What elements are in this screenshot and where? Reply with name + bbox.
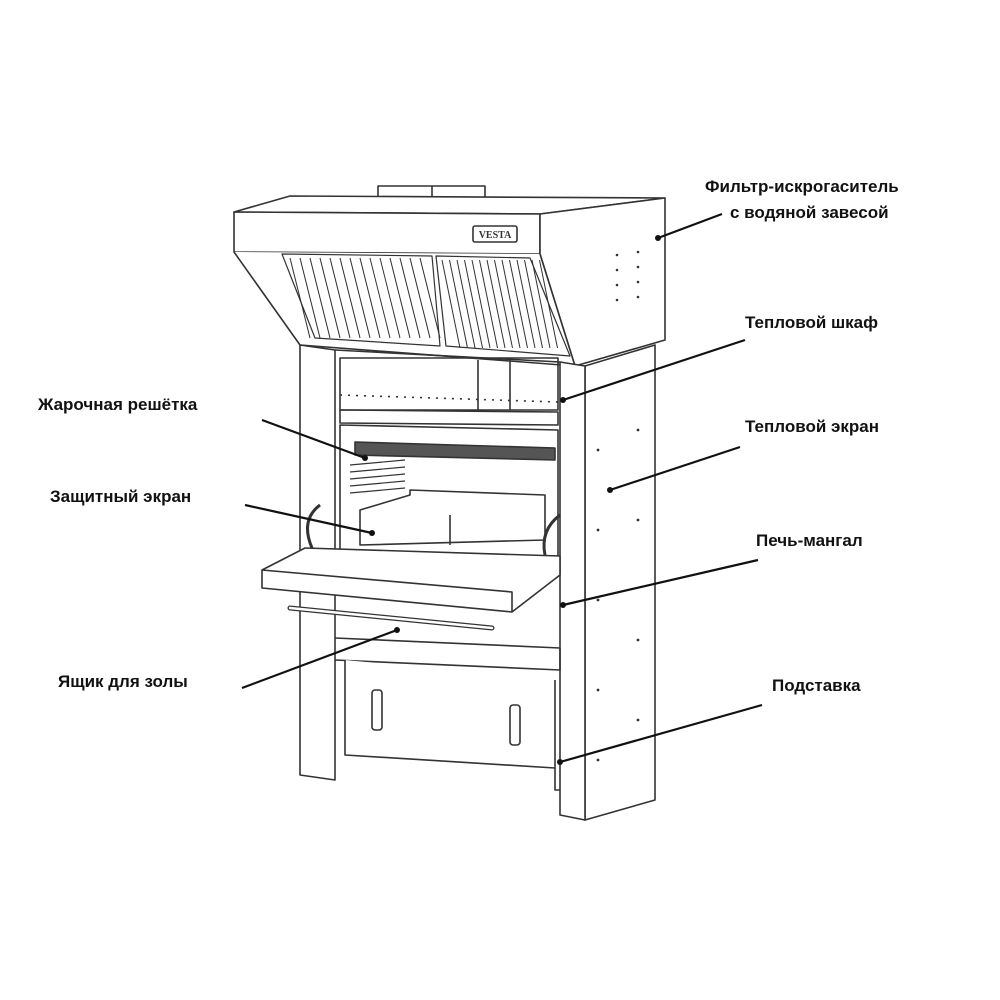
filter-slat (349, 257, 371, 339)
filter-slats (289, 257, 558, 349)
vesta-logo: VESTA (479, 230, 512, 241)
label-filter-line2: с водяной завесой (730, 203, 889, 222)
filter-slat (524, 259, 543, 349)
filter-slat (409, 257, 431, 339)
filter-slat (369, 257, 391, 339)
filter-slat (299, 257, 321, 339)
leader-dots (362, 235, 661, 765)
filter-slat (339, 257, 361, 339)
filter-slat (329, 257, 351, 339)
filter-slat (309, 257, 331, 339)
filter-slat (464, 259, 483, 349)
hood-filter: VESTA (233, 195, 666, 367)
leader-lines (241, 212, 763, 764)
filter-slat (501, 259, 521, 349)
filter-slat (486, 259, 506, 349)
filter-slat (419, 257, 441, 339)
filter-slat (379, 257, 401, 339)
label-oven-grill: Печь-мангал (756, 531, 863, 550)
label-heat-cabinet: Тепловой шкаф (745, 313, 879, 332)
label-ash-box: Ящик для золы (58, 672, 188, 691)
label-protective-screen: Защитный экран (50, 487, 192, 506)
filter-slat (531, 259, 551, 349)
filter-slat (539, 259, 558, 349)
filter-slat (319, 257, 341, 339)
label-filter-line1: Фильтр-искрогаситель (705, 177, 899, 196)
label-heat-screen: Тепловой экран (745, 417, 880, 436)
cabinet-body (261, 344, 656, 821)
filter-slat (456, 259, 476, 349)
label-stand: Подставка (772, 676, 861, 695)
filter-slat (516, 259, 536, 349)
filter-slat (289, 257, 311, 339)
filter-slat (441, 259, 461, 349)
filter-slat (399, 257, 421, 339)
filter-slat (494, 259, 513, 349)
filter-slat (389, 257, 411, 339)
filter-slat (471, 259, 491, 349)
filter-slat (359, 257, 381, 339)
label-filter: Фильтр-искрогаситель с водяной завесой (705, 174, 899, 226)
label-grill-grate: Жарочная решётка (38, 395, 198, 414)
filter-slat (449, 259, 468, 349)
filter-slat (509, 259, 528, 349)
filter-slat (479, 259, 498, 349)
